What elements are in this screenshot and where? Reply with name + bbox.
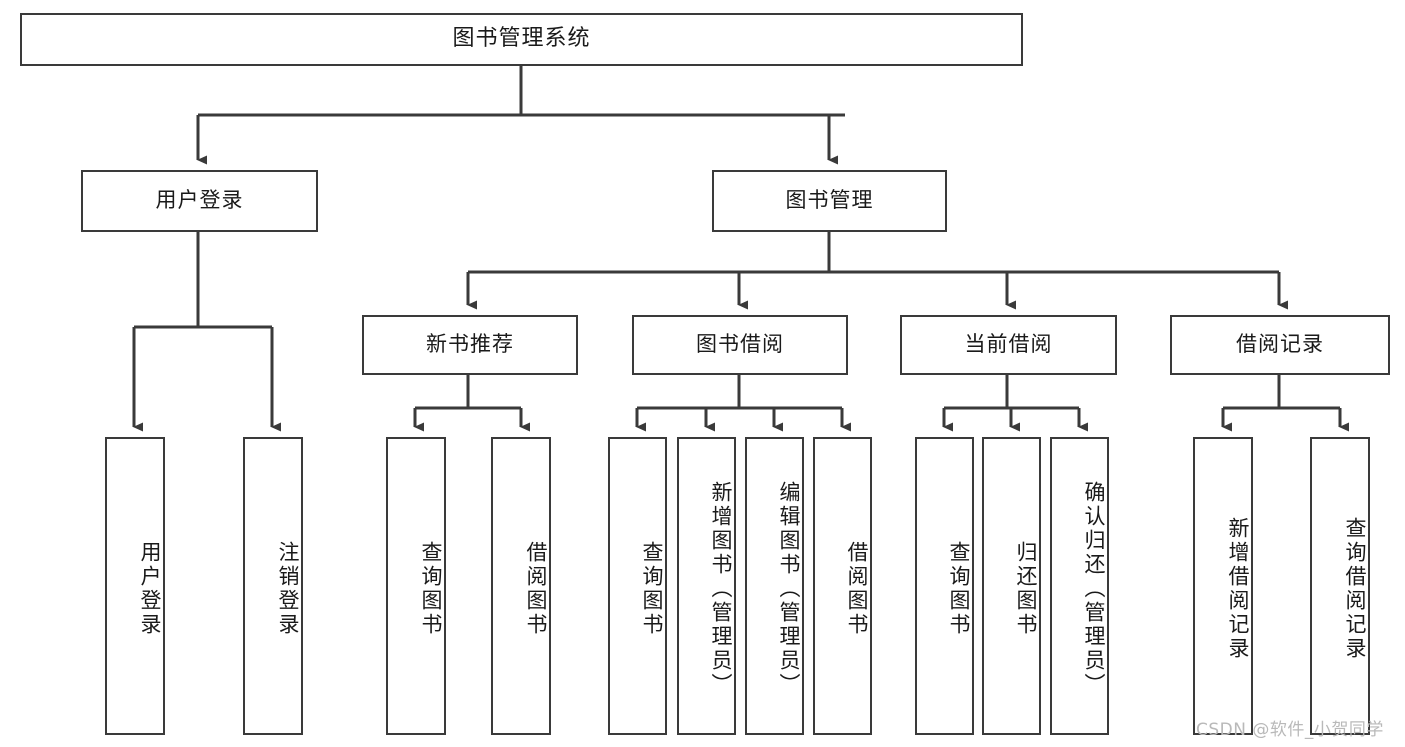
leaf-current-borrow-return-books[interactable]: 归还图书 [982, 437, 1041, 735]
leaf-borrow-record-query-record[interactable]: 查询借阅记录 [1310, 437, 1370, 735]
node-new-book-recommendation[interactable]: 新书推荐 [362, 315, 578, 375]
leaf-new-book-query-books[interactable]: 查询图书 [386, 437, 446, 735]
node-book-management[interactable]: 图书管理 [712, 170, 947, 232]
leaf-book-borrow-borrow-books[interactable]: 借阅图书 [813, 437, 872, 735]
leaf-book-borrow-edit-book-admin[interactable]: 编辑图书（管理员） [745, 437, 804, 735]
csdn-watermark: CSDN @软件_小贺同学 [1196, 720, 1384, 740]
leaf-borrow-record-add-record[interactable]: 新增借阅记录 [1193, 437, 1253, 735]
node-user-login[interactable]: 用户登录 [81, 170, 318, 232]
node-book-borrowing[interactable]: 图书借阅 [632, 315, 848, 375]
leaf-current-borrow-confirm-return-admin[interactable]: 确认归还（管理员） [1050, 437, 1109, 735]
leaf-book-borrow-query-books[interactable]: 查询图书 [608, 437, 667, 735]
leaf-book-borrow-add-book-admin[interactable]: 新增图书（管理员） [677, 437, 736, 735]
leaf-user-login-logout[interactable]: 注销登录 [243, 437, 303, 735]
leaf-user-login-login[interactable]: 用户登录 [105, 437, 165, 735]
node-root-book-management-system[interactable]: 图书管理系统 [20, 13, 1023, 66]
leaf-current-borrow-query-books[interactable]: 查询图书 [915, 437, 974, 735]
node-borrowing-record[interactable]: 借阅记录 [1170, 315, 1390, 375]
node-current-borrowing[interactable]: 当前借阅 [900, 315, 1117, 375]
leaf-new-book-borrow-books[interactable]: 借阅图书 [491, 437, 551, 735]
